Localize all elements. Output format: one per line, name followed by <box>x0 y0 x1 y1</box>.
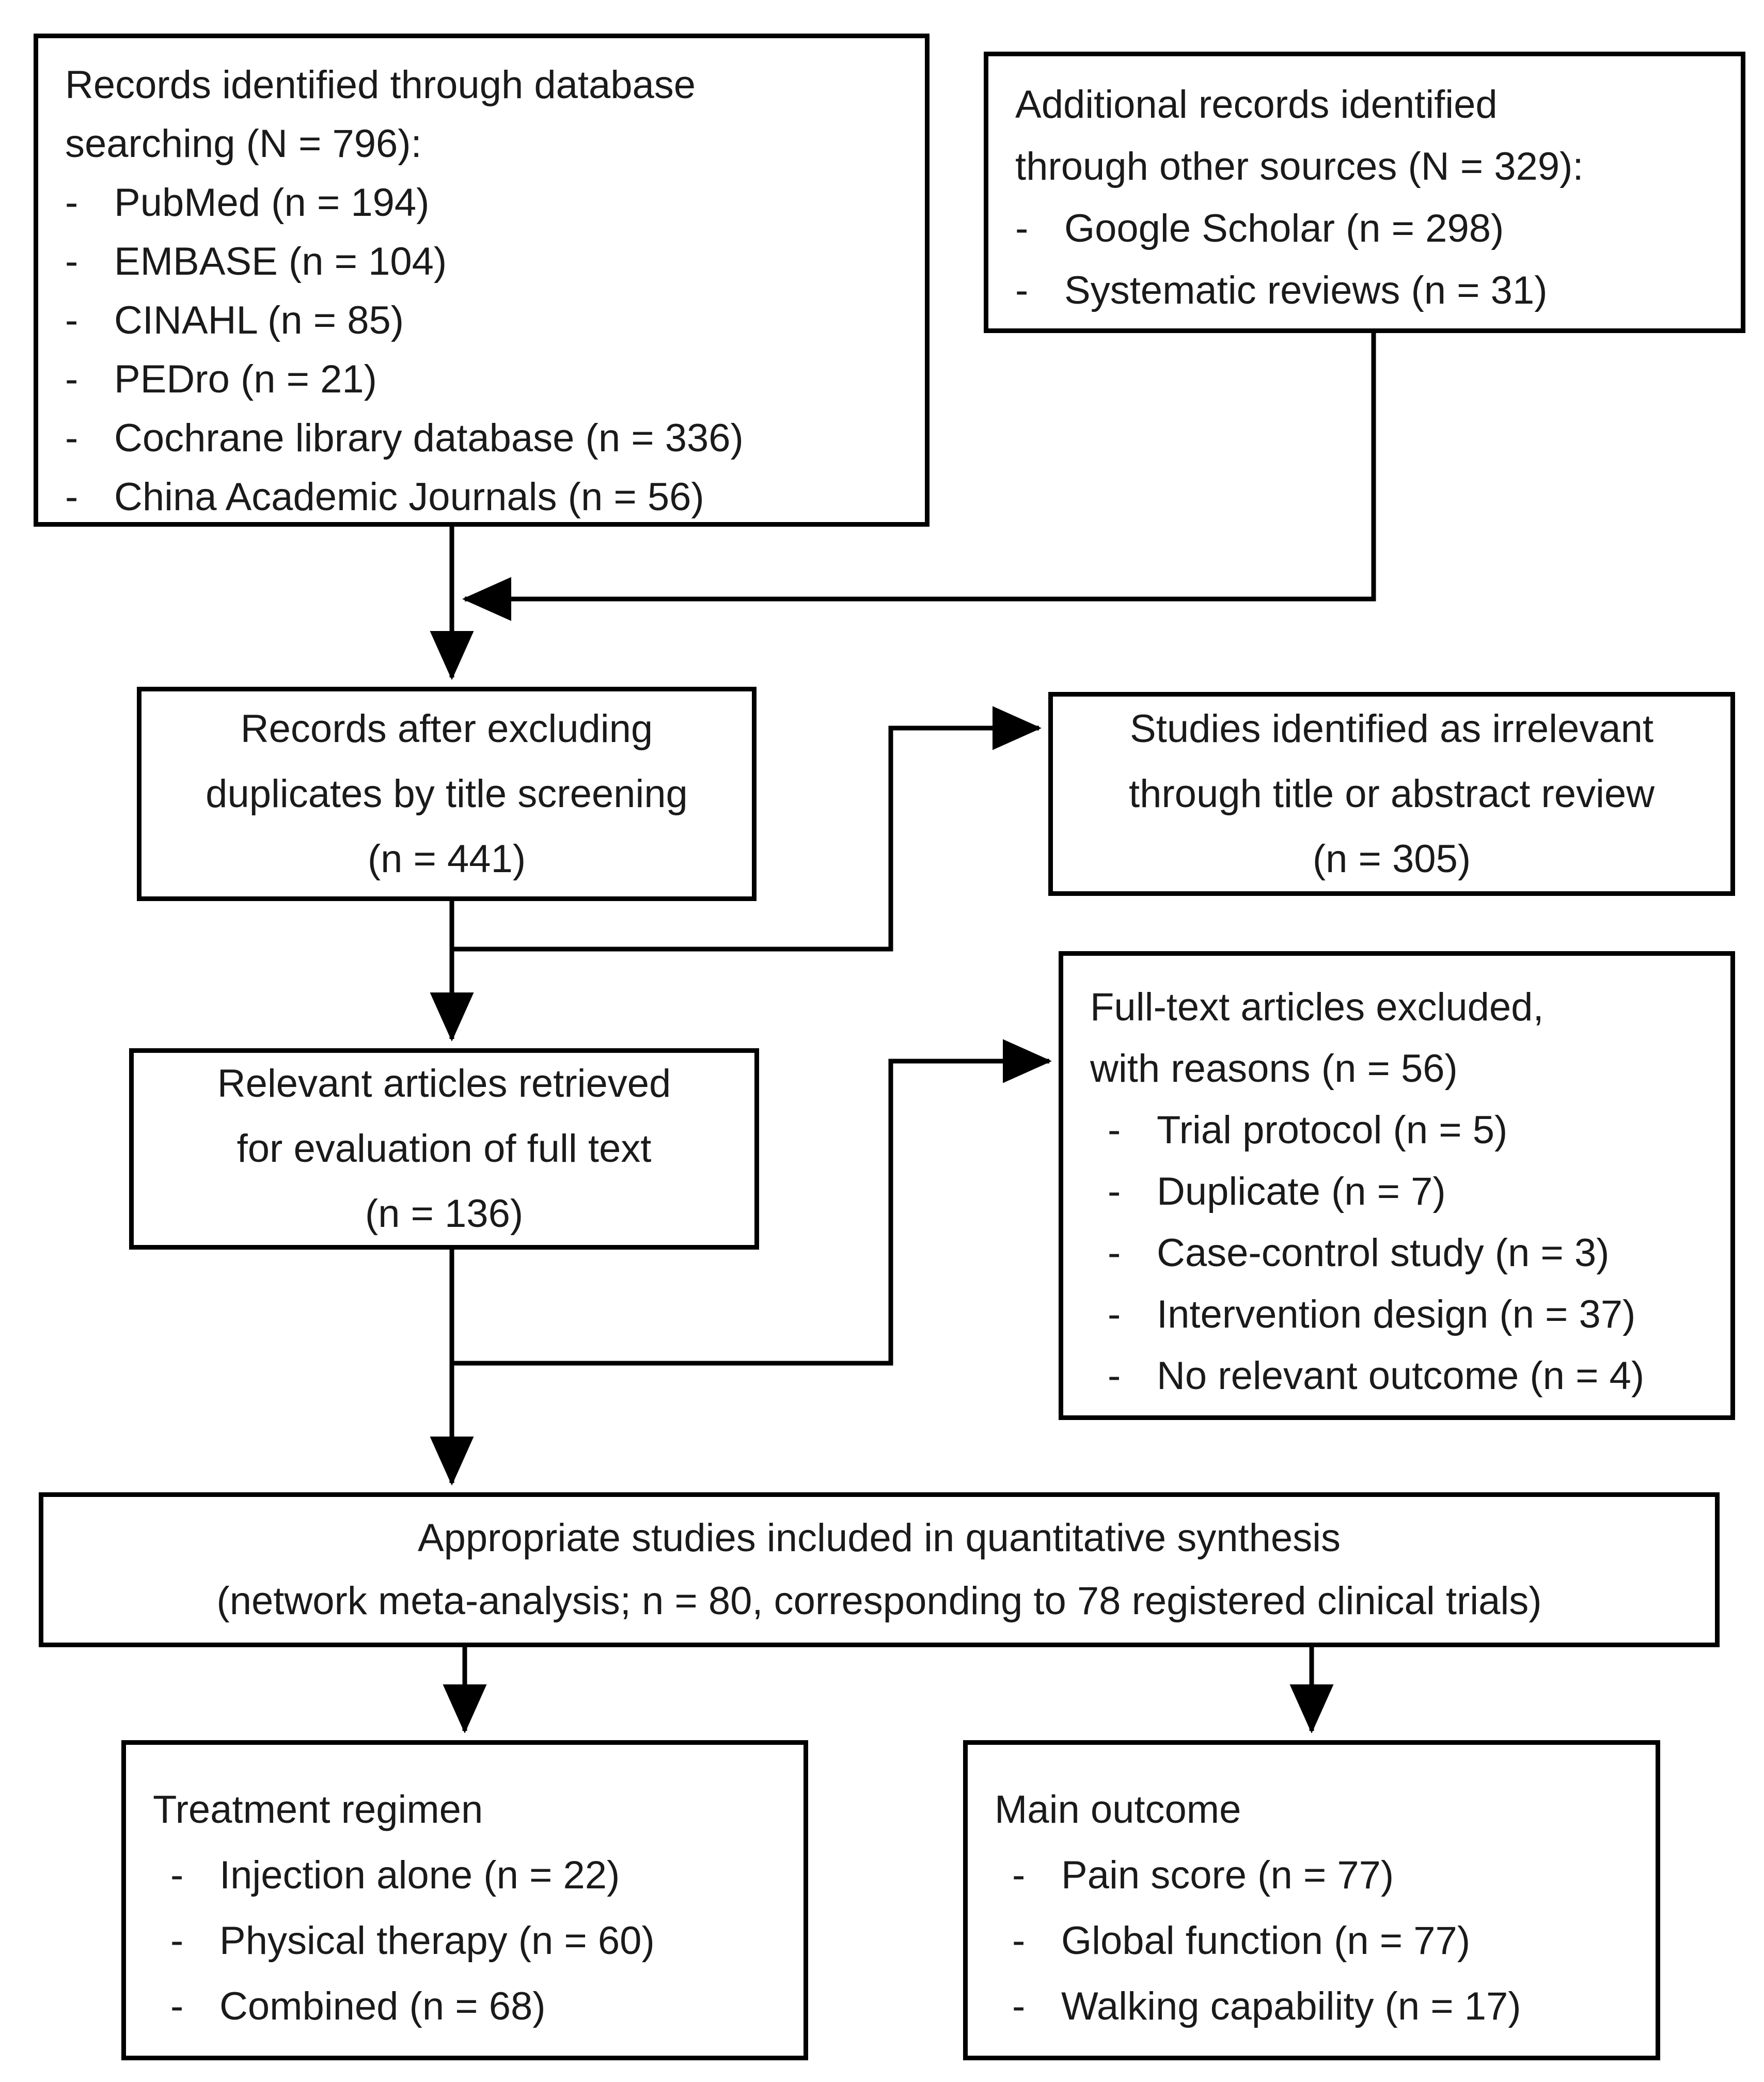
box-main-outcome: Main outcome - Pain score (n = 77) - Glo… <box>963 1740 1660 2060</box>
dash-bullet: - <box>1015 269 1029 312</box>
list-item: - Physical therapy (n = 60) <box>170 1908 783 1974</box>
list-item-text: EMBASE (n = 104) <box>114 240 447 283</box>
list-item-text: Trial protocol (n = 5) <box>1157 1108 1508 1152</box>
text-line: Records identified through database <box>65 63 696 107</box>
dash-bullet: - <box>170 1919 184 1963</box>
text-line: searching (N = 796): <box>65 122 422 166</box>
arrow-other-to-junction <box>462 330 1376 621</box>
text-line: Appropriate studies included in quantita… <box>417 1516 1341 1560</box>
list-item-text: China Academic Journals (n = 56) <box>114 475 704 519</box>
dash-bullet: - <box>1012 1984 1026 2028</box>
box-included-synthesis: Appropriate studies included in quantita… <box>39 1492 1720 1647</box>
box-fulltext-excluded: Full-text articles excluded, with reason… <box>1059 951 1735 1420</box>
text-line: through title or abstract review <box>1128 771 1655 816</box>
text-line: (n = 441) <box>367 837 526 881</box>
list-item: - Combined (n = 68) <box>170 1974 783 2039</box>
list-item: - China Academic Journals (n = 56) <box>65 468 904 527</box>
list-item: - Intervention design (n = 37) <box>1108 1284 1710 1345</box>
text-line: (n = 136) <box>365 1192 524 1236</box>
list-item: - PubMed (n = 194) <box>65 174 904 232</box>
dash-bullet: - <box>1012 1919 1026 1963</box>
text-line: Relevant articles retrieved <box>217 1062 671 1106</box>
text-line: through other sources (N = 329): <box>1015 145 1584 188</box>
box-records-after-dedup: Records after excluding duplicates by ti… <box>137 687 757 901</box>
box-additional-records: Additional records identified through ot… <box>984 52 1745 333</box>
dash-bullet: - <box>1108 1354 1121 1398</box>
dash-bullet: - <box>1108 1108 1121 1152</box>
list-item-text: Intervention design (n = 37) <box>1157 1292 1636 1336</box>
list-item-text: No relevant outcome (n = 4) <box>1157 1354 1645 1398</box>
list-item-text: Google Scholar (n = 298) <box>1064 207 1504 250</box>
text-line: (n = 305) <box>1312 837 1471 881</box>
dash-bullet: - <box>65 475 78 519</box>
list-item-text: Walking capability (n = 17) <box>1061 1984 1521 2028</box>
text-line: Treatment regimen <box>153 1788 483 1832</box>
list-item-text: Systematic reviews (n = 31) <box>1064 269 1548 312</box>
list-item: - Injection alone (n = 22) <box>170 1842 783 1908</box>
text-line: (network meta-analysis; n = 80, correspo… <box>216 1579 1542 1623</box>
box-articles-retrieved: Relevant articles retrieved for evaluati… <box>129 1048 759 1250</box>
text-line: duplicates by title screening <box>206 771 688 816</box>
list-item: - Duplicate (n = 7) <box>1108 1161 1710 1222</box>
box-records-database-searching: Records identified through database sear… <box>34 34 930 527</box>
text-line: for evaluation of full text <box>237 1127 652 1171</box>
dash-bullet: - <box>65 416 78 460</box>
list-item-text: PEDro (n = 21) <box>114 357 377 401</box>
dash-bullet: - <box>65 240 78 283</box>
dash-bullet: - <box>1012 1853 1026 1897</box>
list-item: - EMBASE (n = 104) <box>65 232 904 291</box>
list-item: - No relevant outcome (n = 4) <box>1108 1345 1710 1407</box>
list-item: - Global function (n = 77) <box>1012 1908 1635 1974</box>
list-item: - Pain score (n = 77) <box>1012 1842 1635 1908</box>
box-treatment-regimen: Treatment regimen - Injection alone (n =… <box>121 1740 808 2060</box>
text-line: with reasons (n = 56) <box>1090 1047 1458 1091</box>
dash-bullet: - <box>170 1853 184 1897</box>
list-item-text: Physical therapy (n = 60) <box>219 1919 655 1963</box>
dash-bullet: - <box>1108 1231 1121 1275</box>
dash-bullet: - <box>1108 1170 1121 1213</box>
box-studies-irrelevant: Studies identified as irrelevant through… <box>1048 692 1735 896</box>
list-item: - PEDro (n = 21) <box>65 350 904 409</box>
text-line: Records after excluding <box>240 706 653 751</box>
list-item-text: Pain score (n = 77) <box>1061 1853 1394 1897</box>
list-item-text: Global function (n = 77) <box>1061 1919 1471 1963</box>
list-item: - Google Scholar (n = 298) <box>1015 198 1720 260</box>
text-line: Additional records identified <box>1015 83 1498 127</box>
dash-bullet: - <box>1108 1292 1121 1336</box>
list-item-text: CINAHL (n = 85) <box>114 298 404 342</box>
dash-bullet: - <box>65 298 78 342</box>
list-item: - Systematic reviews (n = 31) <box>1015 260 1720 322</box>
list-item-text: Injection alone (n = 22) <box>219 1853 620 1897</box>
dash-bullet: - <box>65 181 78 225</box>
list-item-text: Combined (n = 68) <box>219 1984 546 2028</box>
list-item-text: Cochrane library database (n = 336) <box>114 416 744 460</box>
text-line: Studies identified as irrelevant <box>1130 706 1653 751</box>
dash-bullet: - <box>170 1984 184 2028</box>
list-item: - Case-control study (n = 3) <box>1108 1222 1710 1284</box>
arrow-branch-to-fulltext-excluded <box>452 1039 1052 1366</box>
dash-bullet: - <box>65 357 78 401</box>
text-line: Main outcome <box>995 1788 1241 1832</box>
dash-bullet: - <box>1015 207 1029 250</box>
list-item: - Cochrane library database (n = 336) <box>65 409 904 468</box>
list-item: - Walking capability (n = 17) <box>1012 1974 1635 2039</box>
list-item: - CINAHL (n = 85) <box>65 291 904 350</box>
list-item-text: PubMed (n = 194) <box>114 181 430 225</box>
list-item: - Trial protocol (n = 5) <box>1108 1099 1710 1161</box>
list-item-text: Case-control study (n = 3) <box>1157 1231 1610 1275</box>
text-line: Full-text articles excluded, <box>1090 985 1544 1029</box>
list-item-text: Duplicate (n = 7) <box>1157 1170 1446 1213</box>
arrow-branch-to-irrelevant <box>452 706 1042 952</box>
